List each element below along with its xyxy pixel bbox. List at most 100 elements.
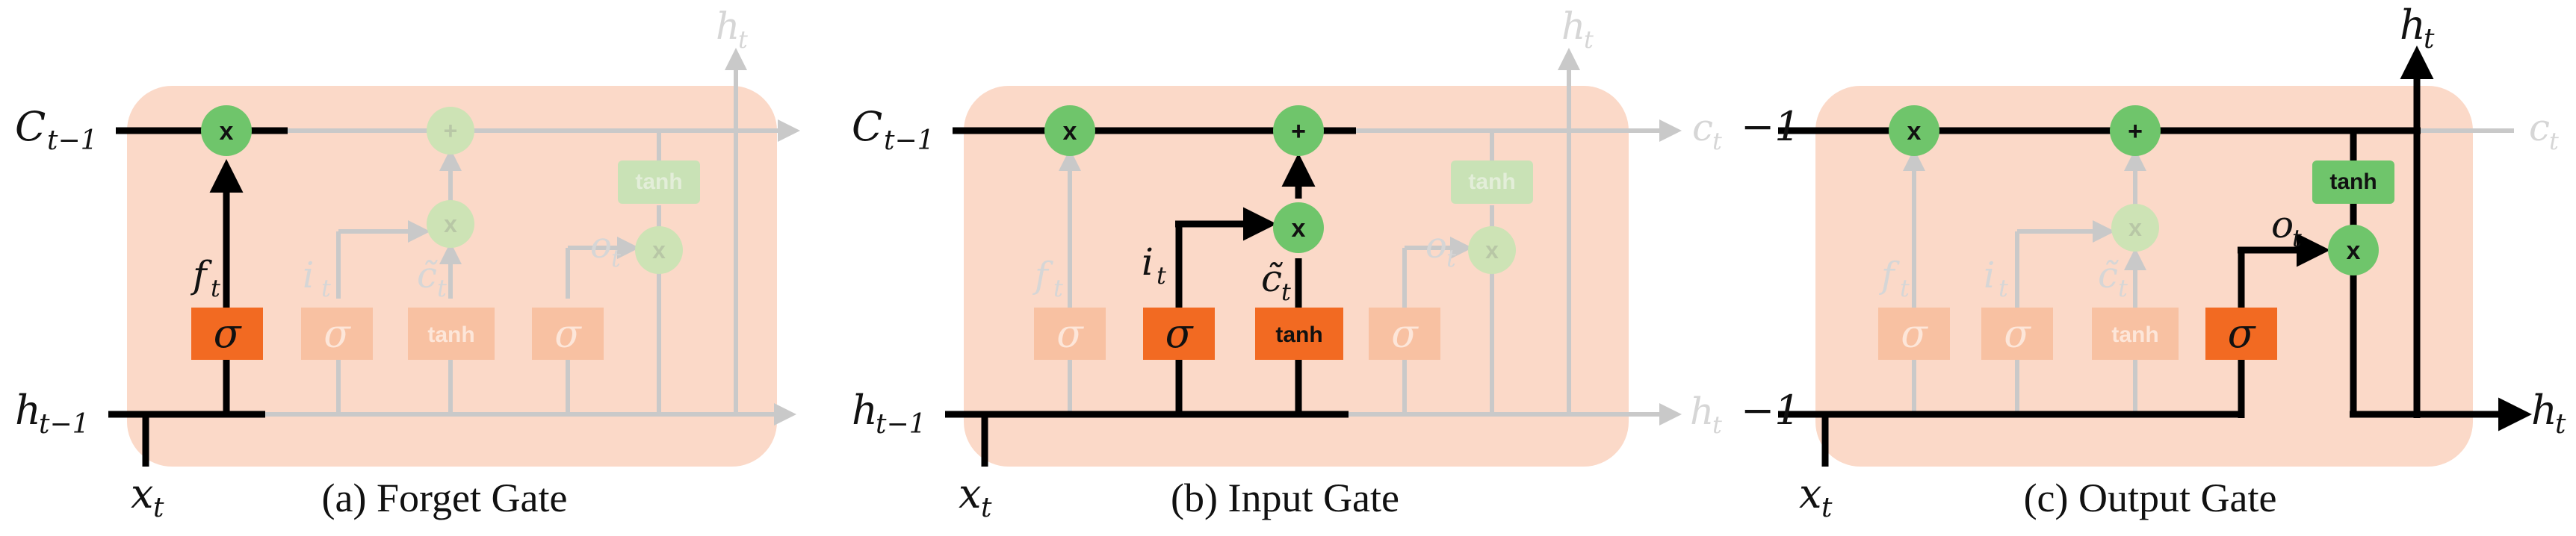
svg-text:t: t: [1157, 261, 1166, 290]
svg-text:t: t: [1712, 411, 1722, 439]
svg-text:t: t: [611, 244, 621, 272]
cell-background: [1815, 86, 2473, 467]
add-symbol: +: [1291, 117, 1306, 146]
svg-text:x: x: [1799, 470, 1821, 517]
panel-forget-gate: σ tanh σ + x tanh x i t c̃ t o t h t: [15, 4, 800, 523]
add-symbol: +: [444, 117, 458, 144]
svg-text:C: C: [15, 103, 46, 150]
multiply-symbol: x: [1485, 237, 1499, 264]
tanh-gate-faded: [408, 308, 495, 360]
active-connections: [108, 127, 288, 467]
svg-text:t: t: [2118, 274, 2128, 302]
svg-text:t: t: [1998, 274, 2008, 302]
active-labels: −1 −1 x t o t h t h t: [1741, 1, 2566, 523]
svg-text:t: t: [1821, 493, 1833, 523]
sigmoid-gate-faded: [1034, 308, 1106, 360]
svg-text:t: t: [738, 25, 748, 54]
panel-input-gate: σ σ tanh x f t o t h t c t h t: [852, 4, 1722, 523]
panel-caption: (a) Forget Gate: [322, 476, 568, 520]
svg-text:−1: −1: [1741, 387, 1801, 434]
svg-text:t: t: [321, 274, 331, 302]
faded-labels: i t c̃ t o t h t: [303, 4, 748, 302]
active-connections: [1778, 46, 2532, 467]
multiply-symbol: x: [1063, 117, 1077, 146]
svg-text:c: c: [1692, 106, 1713, 149]
tanh-label: tanh: [2111, 322, 2158, 347]
svg-text:c̃: c̃: [2098, 255, 2119, 296]
svg-text:h: h: [852, 387, 878, 434]
panel-caption: (c) Output Gate: [2024, 476, 2277, 520]
sigmoid-gate-faded: [1369, 308, 1440, 360]
add-symbol: +: [2128, 117, 2143, 146]
multiply-symbol: x: [2347, 237, 2361, 265]
svg-text:h: h: [716, 4, 740, 48]
multiply-node-faded: [427, 200, 474, 248]
panel-caption: (b) Input Gate: [1171, 476, 1399, 520]
svg-text:−1: −1: [1741, 103, 1801, 150]
multiply-node-faded: [635, 226, 683, 274]
svg-text:t−1: t−1: [876, 409, 926, 440]
svg-text:h: h: [1561, 4, 1585, 48]
svg-text:t: t: [2555, 409, 2566, 440]
svg-text:t: t: [2424, 24, 2435, 54]
sigmoid-symbol: σ: [214, 310, 243, 357]
sigmoid-gate-faded: [1878, 308, 1950, 360]
tanh-box-faded: [618, 161, 700, 204]
sigmoid-symbol: σ: [2004, 312, 2031, 357]
svg-text:h: h: [1690, 390, 1714, 433]
tanh-box-faded: [1451, 161, 1533, 204]
tanh-gate-active: [1255, 308, 1343, 360]
multiply-node-active: [201, 105, 252, 156]
multiply-symbol: x: [2128, 214, 2142, 241]
svg-text:h: h: [2531, 387, 2557, 434]
sigmoid-gate-faded: [1981, 308, 2053, 360]
active-labels: C t−1 h t−1 x t f t: [15, 103, 220, 523]
svg-text:t−1: t−1: [47, 125, 98, 156]
add-node-active: [1273, 105, 1324, 156]
sigmoid-symbol: σ: [554, 312, 582, 357]
sigmoid-symbol: σ: [1056, 312, 1084, 357]
sigmoid-gate-active: [1143, 308, 1215, 360]
svg-text:t: t: [1712, 127, 1722, 155]
multiply-symbol: x: [1292, 214, 1306, 243]
sigmoid-gate-faded: [301, 308, 373, 360]
multiply-node-faded: [1468, 226, 1516, 274]
sigmoid-symbol: σ: [1901, 312, 1928, 357]
tanh-label: tanh: [1468, 169, 1515, 194]
sigmoid-gate-active: [191, 308, 263, 360]
multiply-node-active: [2328, 225, 2379, 275]
svg-text:c: c: [2529, 106, 2550, 149]
svg-text:h: h: [15, 387, 41, 434]
multiply-symbol: x: [220, 117, 234, 146]
svg-text:t: t: [1281, 278, 1291, 306]
multiply-node-faded: [2111, 204, 2159, 252]
svg-text:t: t: [153, 493, 164, 523]
sigmoid-symbol: σ: [1165, 310, 1195, 357]
svg-text:o: o: [2271, 203, 2294, 246]
svg-text:t: t: [437, 274, 447, 302]
add-node-faded: [427, 107, 474, 155]
sigmoid-symbol: σ: [1391, 312, 1419, 357]
svg-text:t: t: [1584, 25, 1594, 54]
sigmoid-symbol: σ: [323, 312, 351, 357]
add-node-active: [2110, 105, 2161, 156]
svg-text:i: i: [1142, 240, 1154, 284]
svg-text:o: o: [1425, 225, 1447, 267]
multiply-symbol: x: [1907, 117, 1922, 146]
svg-text:t: t: [1446, 244, 1456, 272]
tanh-label: tanh: [427, 322, 474, 347]
tanh-label: tanh: [1275, 322, 1322, 347]
svg-text:x: x: [131, 470, 153, 517]
svg-text:i: i: [303, 255, 314, 296]
svg-text:h: h: [2400, 1, 2426, 49]
svg-text:t: t: [981, 493, 992, 523]
multiply-symbol: x: [444, 211, 457, 237]
sigmoid-gate-faded: [532, 308, 604, 360]
svg-text:t: t: [2549, 127, 2559, 155]
svg-text:c̃: c̃: [417, 255, 438, 296]
svg-text:t: t: [2292, 224, 2302, 252]
svg-text:i: i: [1984, 255, 1995, 296]
tanh-label: tanh: [2329, 169, 2377, 194]
faded-connections: [1059, 48, 1682, 426]
svg-text:C: C: [852, 103, 882, 150]
